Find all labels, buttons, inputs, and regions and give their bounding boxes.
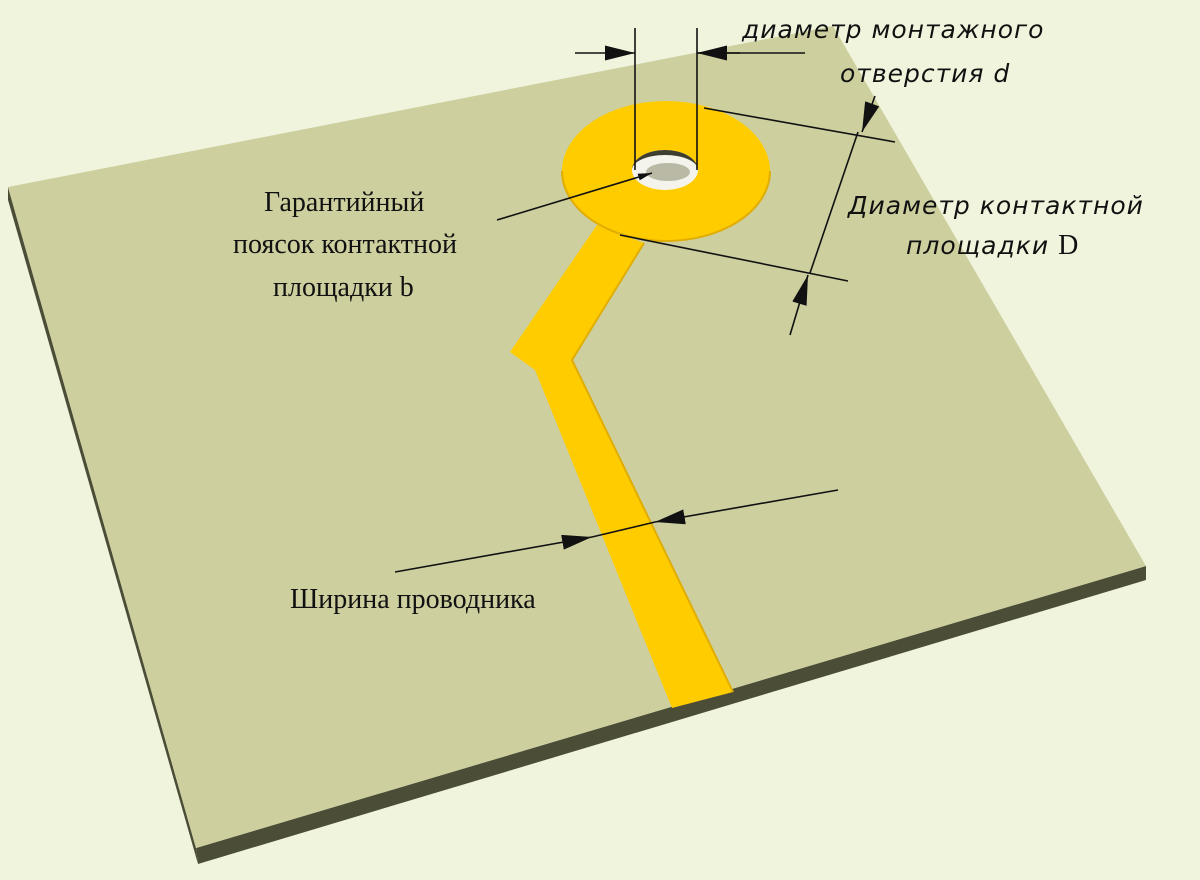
pad-diameter-label-line2: площадки D <box>906 230 1078 261</box>
pad-diameter-label-text: площадки <box>906 231 1058 260</box>
trace-width-dimension <box>394 489 839 573</box>
pad-diameter-dimension <box>619 95 896 336</box>
annular-ring-leader-line <box>496 172 653 221</box>
hole-diameter-dimension <box>575 28 805 170</box>
labels: диаметр монтажного отверстия d Диаметр к… <box>233 15 1144 615</box>
pad-dimension-line <box>809 131 859 274</box>
hole-inner-wall <box>632 150 698 170</box>
annular-ring-label-line1: Гарантийный <box>264 187 424 218</box>
pad-extension-line-bottom <box>619 234 849 282</box>
annular-ring-label-text: площадки <box>273 272 400 303</box>
pad-diameter-label-line1: Диаметр контактной <box>847 191 1144 220</box>
board-bottom-edge <box>196 566 1146 864</box>
hole-diameter-label-text: отверстия <box>840 59 993 88</box>
trace-width-inner-line <box>591 521 656 538</box>
annular-ring-leader <box>496 172 653 221</box>
annular-ring-symbol: b <box>400 272 414 303</box>
trace-width-label: Ширина проводника <box>290 584 536 615</box>
pad-diameter-symbol: D <box>1058 230 1078 261</box>
hole-diameter-label-line1: диаметр монтажного <box>741 15 1044 44</box>
pad-dimension-arrow-top <box>861 95 880 133</box>
copper-trace <box>510 225 733 708</box>
board-front-edge <box>8 187 198 864</box>
hole-shadow <box>646 163 690 181</box>
mounting-hole <box>632 150 698 190</box>
annular-ring-label-line2: поясок контактной <box>233 229 457 260</box>
trace-width-arrow-right <box>654 489 839 525</box>
pad-extension-line-top <box>703 107 896 143</box>
hole-diameter-label-line2: отверстия d <box>840 59 1010 88</box>
annular-ring-label-line3: площадки b <box>273 272 414 303</box>
pad-dimension-arrow-bottom <box>789 274 809 336</box>
trace-width-arrow-left <box>394 534 593 573</box>
trace-edge-highlight <box>570 242 734 693</box>
hole-diameter-symbol: d <box>993 59 1010 88</box>
contact-pad-edge <box>561 170 771 242</box>
